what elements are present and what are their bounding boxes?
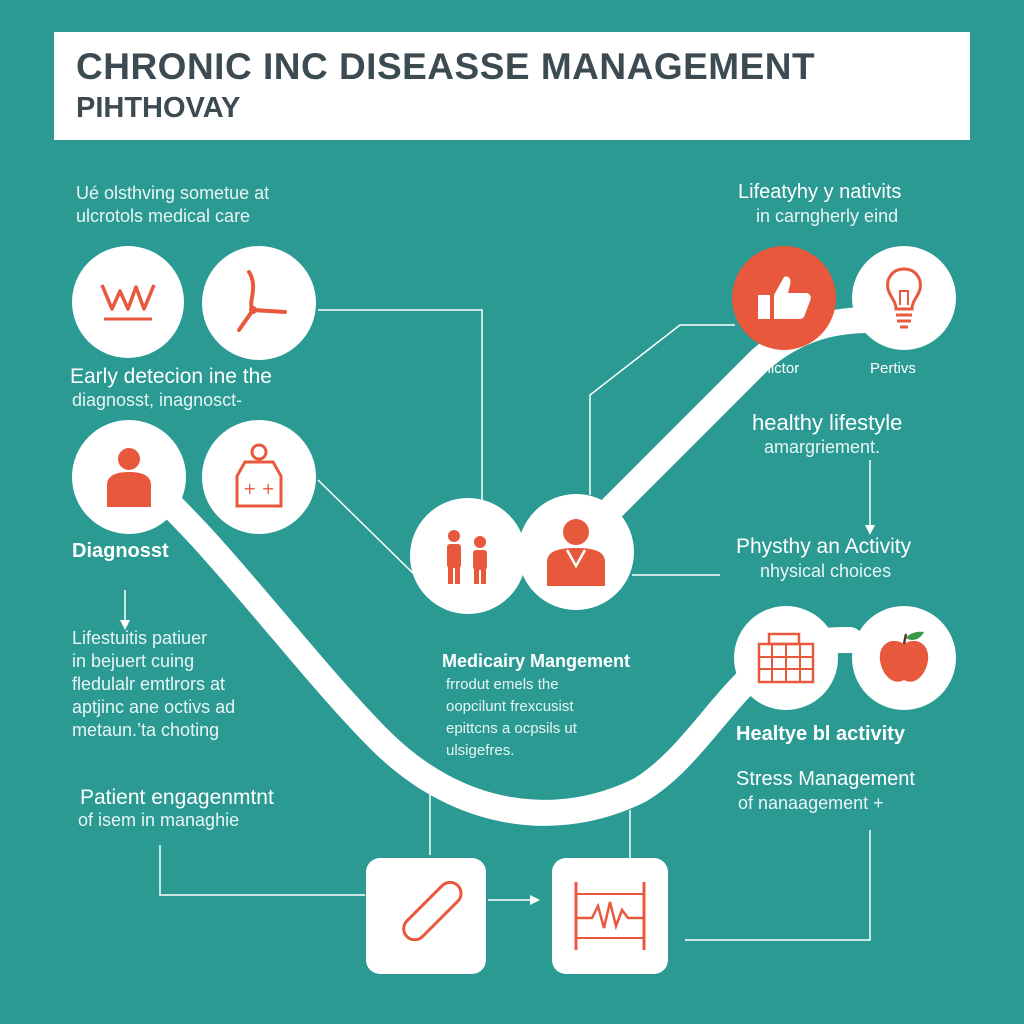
- circle-apple: [852, 606, 956, 710]
- patient-engagement-sub: of isem in managhie: [78, 810, 240, 830]
- square-ecg: [552, 858, 668, 974]
- healthy-lifestyle-title: healthy lifestyle: [752, 410, 903, 435]
- early-detection-sub: diagnosst, inagnosct-: [72, 390, 243, 410]
- lifestyle-line3: fledulalr emtlrors at: [72, 674, 226, 694]
- circle-medicine: + +: [202, 420, 316, 534]
- circle-family: [410, 498, 526, 614]
- medicine-bottle-icon: + +: [235, 443, 283, 508]
- doctor-icon: [547, 519, 605, 586]
- circle-stethoscope: [202, 246, 316, 360]
- arrowheads: [120, 525, 875, 905]
- physical-activity-title: Physthy an Activity: [736, 535, 912, 558]
- lifestyle-line4: aptjinc ane octivs ad: [72, 697, 236, 717]
- healthy-lifestyle-sub: amargriement.: [764, 437, 881, 457]
- lifestyle-line1: Lifestuitis patiuer: [72, 628, 208, 648]
- circle-thumbs-up: [732, 246, 836, 350]
- lifestyle-line5: metaun.’ta choting: [72, 720, 220, 740]
- stress-management-sub: of nanaagement +: [738, 793, 884, 813]
- bandage-icon: [402, 880, 463, 942]
- medicary-line4: ulsigefres.: [446, 742, 515, 759]
- right-top-sub: in carngherly eind: [756, 206, 899, 226]
- lightbulb-icon: [886, 267, 922, 329]
- circle-lightbulb: [852, 246, 956, 350]
- stress-management-title: Stress Management: [736, 768, 915, 790]
- apple-icon: [879, 631, 929, 682]
- heart-rate-waveform-icon: [100, 284, 156, 321]
- upper-pathway: [577, 307, 883, 543]
- page-title: CHRONIC INC DISEASSE MANAGEMENT: [76, 46, 816, 87]
- circle-person: [72, 420, 186, 534]
- page-subtitle: PIHTHOVAY: [76, 92, 241, 124]
- patient-engagement-title: Patient engagenmtnt: [80, 786, 274, 809]
- person-icon: [107, 448, 151, 507]
- left-intro-line1: Ué olsthving sometue at: [76, 183, 270, 203]
- stethoscope-icon: [237, 270, 287, 332]
- circle-waveform: [72, 246, 184, 358]
- label-pertivs: Pertivs: [870, 360, 916, 377]
- svg-text:+ +: + +: [243, 479, 275, 498]
- medicary-line1: frrodut emels the: [446, 676, 559, 693]
- ecg-monitor-icon: [574, 882, 646, 950]
- medicary-line2: oopcilunt frexcusist: [446, 698, 574, 715]
- thumbs-up-icon: [758, 276, 811, 319]
- healtye-activity-title: Healtye bl activity: [736, 723, 905, 745]
- circle-doctor: [518, 494, 634, 610]
- square-bandage: [366, 858, 486, 974]
- lifestyle-line2: in bejuert cuing: [72, 651, 195, 671]
- medicary-title: Medicairy Mangement: [442, 651, 631, 671]
- early-detection-title: Early detecion ine the: [70, 365, 272, 388]
- right-top-title: Lifeatyhy y nativits: [738, 181, 902, 203]
- left-intro-line2: ulcrotols medical care: [76, 206, 251, 226]
- family-icon: [447, 530, 487, 584]
- label-relictor: Reelictor: [740, 360, 800, 377]
- physical-activity-sub: nhysical choices: [760, 561, 892, 581]
- diagnosis-label: Diagnosst: [72, 540, 169, 562]
- circle-calendar: [734, 606, 838, 710]
- title-panel: CHRONIC INC DISEASSE MANAGEMENT PIHTHOVA…: [54, 32, 970, 140]
- thin-connectors: [124, 309, 871, 941]
- calendar-grid-icon: [757, 632, 815, 684]
- medicary-line3: epittcns a ocpsils ut: [446, 720, 577, 737]
